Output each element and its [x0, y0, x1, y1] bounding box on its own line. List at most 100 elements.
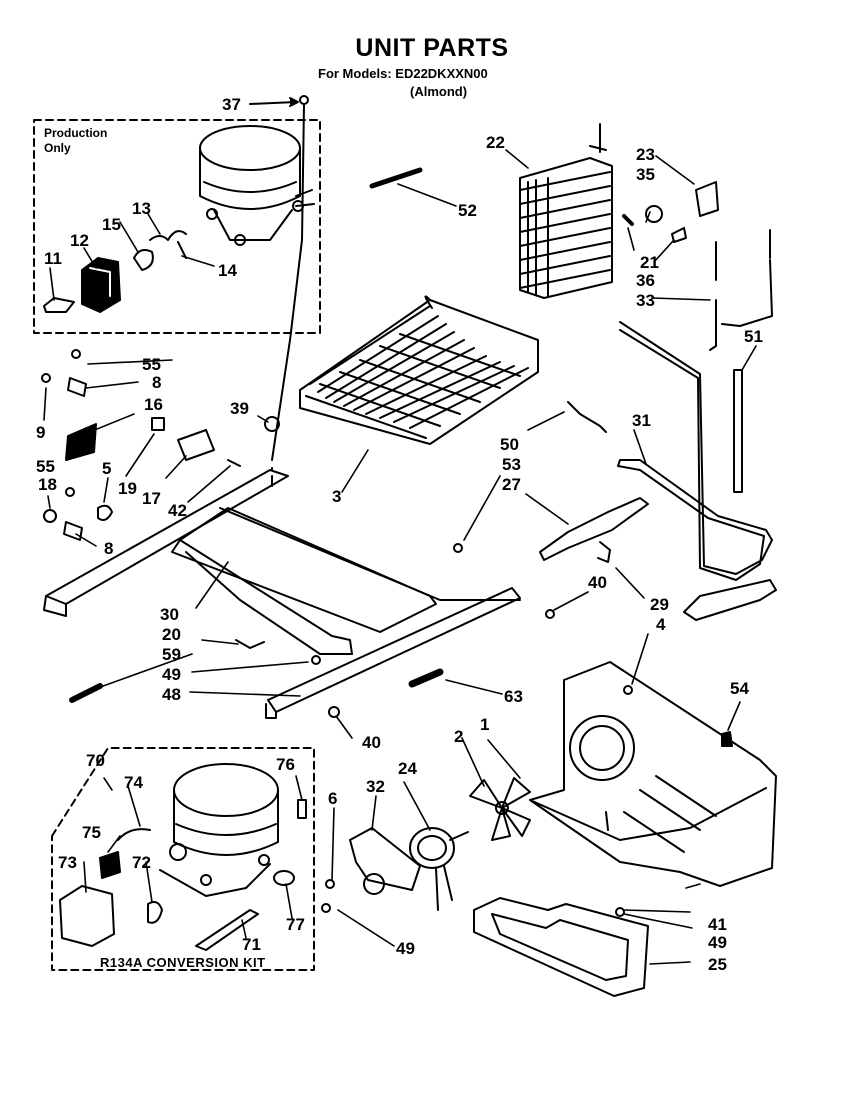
- grommet-9: [41, 373, 51, 383]
- clip-20: [235, 639, 265, 649]
- callout-19: 19: [118, 479, 137, 498]
- production-relay: [81, 257, 121, 313]
- screw-4: [623, 685, 633, 695]
- callout-31: 31: [632, 411, 651, 430]
- callout-50: 50: [500, 435, 519, 454]
- grommet-15: [133, 249, 154, 271]
- callout-51: 51: [744, 327, 763, 346]
- callout-24: 24: [398, 759, 417, 778]
- callout-35: 35: [636, 165, 655, 184]
- callout-32: 32: [366, 777, 385, 796]
- drain-pan-loop: [683, 579, 777, 621]
- production-compressor: [199, 125, 315, 246]
- clamp-8-top: [67, 377, 87, 397]
- tube-52: [369, 167, 423, 189]
- conversion-kit-box: [51, 747, 315, 971]
- callout-75: 75: [82, 823, 101, 842]
- callout-55-bottom: 55: [36, 457, 55, 476]
- production-label-line-2: Only: [44, 141, 71, 155]
- kit-relay-73: [59, 885, 115, 947]
- model-line: For Models: ED22DKXXN00: [318, 66, 488, 81]
- leader-lines: [43, 149, 757, 965]
- callout-49-right: 49: [708, 933, 727, 952]
- tube-51: [733, 369, 743, 493]
- callout-71: 71: [242, 935, 261, 954]
- callout-59: 59: [162, 645, 181, 664]
- part-19: [151, 417, 165, 431]
- callout-25: 25: [708, 955, 727, 974]
- callout-74: 74: [124, 773, 143, 792]
- production-label-line-1: Production: [44, 126, 108, 140]
- frame-rails: [43, 467, 521, 719]
- callout-54: 54: [730, 679, 749, 698]
- arrow-37: [249, 101, 297, 105]
- callout-5: 5: [102, 459, 111, 478]
- callout-76: 76: [276, 755, 295, 774]
- callout-40-left: 40: [362, 733, 381, 752]
- evaporator-coil: [519, 123, 613, 299]
- screw-37: [299, 95, 309, 105]
- callout-29: 29: [650, 595, 669, 614]
- overload-17: [177, 429, 215, 461]
- callout-11: 11: [44, 249, 62, 268]
- clip-5: [97, 504, 113, 521]
- screw-14: [177, 241, 187, 259]
- part-63: [408, 668, 444, 688]
- callout-70: 70: [86, 751, 105, 770]
- bracket-29: [597, 541, 611, 563]
- callout-52: 52: [458, 201, 477, 220]
- production-only-label: Production Only: [44, 126, 107, 156]
- callout-15: 15: [102, 215, 121, 234]
- motor-mount: [363, 873, 385, 895]
- callout-72: 72: [132, 853, 151, 872]
- bracket-23: [695, 181, 719, 217]
- screw-49-bottom: [321, 903, 331, 913]
- variant-label: (Almond): [410, 84, 468, 99]
- kit-drier-71: [195, 909, 259, 951]
- screw-40-left: [328, 706, 340, 718]
- callout-8-top: 8: [152, 373, 161, 392]
- kit-compressor: [159, 763, 279, 897]
- kit-grommet-77: [273, 870, 295, 886]
- motor-bracket-32: [349, 827, 421, 891]
- callout-42: 42: [168, 501, 187, 520]
- tube-33: [721, 229, 773, 327]
- relay-16: [65, 423, 97, 461]
- callout-6: 6: [328, 789, 337, 808]
- callout-12: 12: [70, 231, 89, 250]
- callout-4: 4: [656, 615, 666, 634]
- clip-36: [671, 227, 687, 243]
- grommet-39: [264, 416, 280, 432]
- screw-42: [227, 459, 241, 467]
- callout-21: 21: [640, 253, 659, 272]
- callout-33: 33: [636, 291, 655, 310]
- fan-shroud-bracket: [529, 661, 777, 887]
- production-only-box: [33, 119, 321, 334]
- callout-16: 16: [144, 395, 163, 414]
- callout-41: 41: [708, 915, 727, 934]
- kit-part-76: [297, 799, 307, 819]
- callout-39: 39: [230, 399, 249, 418]
- clamp-8-bottom: [63, 521, 83, 541]
- callout-63: 63: [504, 687, 523, 706]
- callout-23: 23: [636, 145, 655, 164]
- kit-wire-74: [117, 828, 151, 841]
- heater-lead-33: [709, 241, 717, 351]
- callout-30: 30: [160, 605, 179, 624]
- callout-18: 18: [38, 475, 57, 494]
- fan-blade: [469, 777, 531, 841]
- conversion-kit-label: R134A CONVERSION KIT: [100, 955, 266, 970]
- leader-37: [271, 103, 305, 461]
- screw-55-top: [71, 349, 81, 359]
- callout-3: 3: [332, 487, 341, 506]
- callout-labels: 37 13 15 12 11 14 22 23 35 52 21 36 33 5…: [36, 95, 763, 974]
- drain-tray-25: [473, 897, 649, 997]
- fan-motor: [409, 827, 469, 911]
- callout-22: 22: [486, 133, 505, 152]
- callout-27: 27: [502, 475, 521, 494]
- screw-6: [325, 879, 335, 889]
- screw-55-bottom: [65, 487, 75, 497]
- callout-1: 1: [480, 715, 489, 734]
- part-21: [622, 214, 634, 226]
